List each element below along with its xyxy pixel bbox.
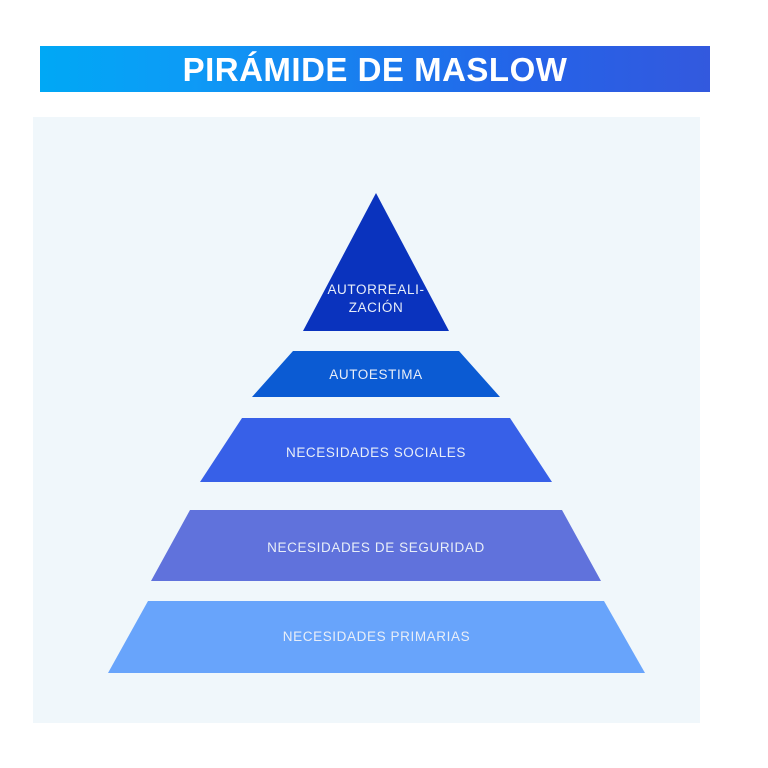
pyramid-level-1-shape[interactable] [303,193,449,331]
pyramid-level-2-shape[interactable] [252,351,500,397]
pyramid-level-3-shape[interactable] [200,418,552,482]
title-banner: PIRÁMIDE DE MASLOW [40,46,710,92]
page-title: PIRÁMIDE DE MASLOW [182,50,568,88]
pyramid-level-4-shape[interactable] [151,510,601,581]
pyramid-level-5-shape[interactable] [108,601,645,673]
